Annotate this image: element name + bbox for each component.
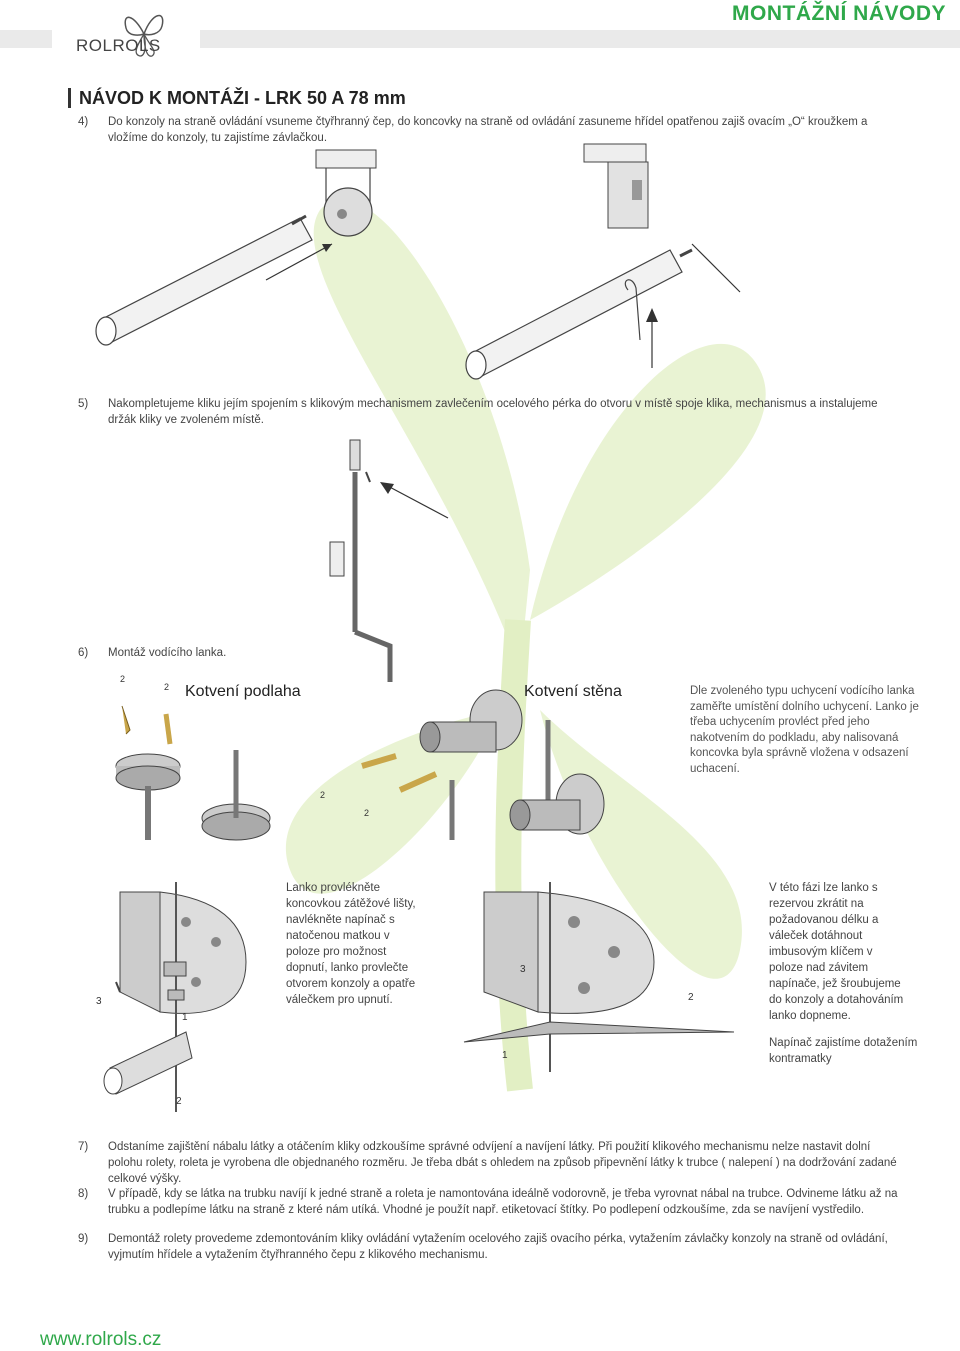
step-number: 5): [78, 398, 89, 410]
step-text: Montáž vodícího lanka.: [108, 647, 227, 659]
anchor-floor-label: Kotvení podlaha: [185, 683, 301, 700]
step-number: 8): [78, 1188, 89, 1200]
step-number: 9): [78, 1233, 89, 1245]
callout-label: 3: [520, 964, 526, 975]
locknut-note: Napínač zajistíme dotažením kontramatky: [769, 1037, 918, 1065]
callout-label: 2: [320, 790, 325, 800]
brand-logo-text: ROLROLS: [76, 36, 161, 55]
step-text: Odstaníme zajištění nábalu látky a otáče…: [108, 1141, 897, 1185]
callout-label: 3: [96, 996, 102, 1007]
arrow-left: [265, 243, 333, 281]
shaft-bracket-illustration: [95, 143, 741, 380]
step-text: Nakompletujeme kliku jejím spojením s kl…: [108, 398, 878, 426]
callout-label: 1: [502, 1050, 508, 1061]
header-bar-left: [0, 30, 52, 48]
threading-note: Lanko provlékněte koncovkou zátěžové liš…: [286, 882, 416, 1006]
page-header-title: MONTÁŽNÍ NÁVODY: [732, 2, 946, 25]
callout-label: 2: [176, 1096, 182, 1107]
callout-label: 1: [182, 1012, 188, 1023]
callout-label: 2: [364, 808, 369, 818]
butterfly-watermark-icon: [285, 199, 766, 1092]
callout-label: 2: [164, 682, 169, 692]
step-9: 9) Demontáž rolety provedeme zdemontován…: [78, 1231, 908, 1267]
step-number: 6): [78, 647, 89, 659]
shortening-note: V této fázi lze lanko s rezervou zkrátit…: [769, 882, 904, 1022]
step-number: 7): [78, 1141, 89, 1153]
section-title: NÁVOD K MONTÁŽI - LRK 50 A 78 mm: [68, 88, 406, 108]
step-text: V případě, kdy se látka na trubku navíjí…: [108, 1188, 898, 1216]
step-6: 6) Montáž vodícího lanka.: [78, 645, 478, 663]
callout-label: 2: [120, 674, 125, 684]
step-text: Demontáž rolety provedeme zdemontováním …: [108, 1233, 888, 1261]
step-4: 4) Do konzoly na straně ovládání vsuneme…: [78, 114, 898, 150]
wrench-illustration: 3 2 1: [463, 882, 735, 1072]
butterfly-logo-icon: [124, 14, 164, 57]
left-tube-assembly: [95, 149, 377, 346]
arrow-crank: [383, 483, 449, 519]
crank-illustration: [329, 439, 449, 682]
anchor-note: Dle zvoleného typu uchycení vodícího lan…: [690, 685, 919, 775]
step-number: 4): [78, 116, 89, 128]
step-text: Do konzoly na straně ovládání vsuneme čt…: [108, 116, 868, 144]
threading-illustration: 3 1 2: [96, 882, 247, 1112]
step-7: 7) Odstaníme zajištění nábalu látky a ot…: [78, 1139, 908, 1187]
header-bar-right: [200, 30, 960, 48]
anchor-wall-label: Kotvení stěna: [524, 683, 622, 700]
footer-url-link[interactable]: www.rolrols.cz: [40, 1329, 162, 1350]
callout-label: 2: [688, 992, 694, 1003]
step-8: 8) V případě, kdy se látka na trubku nav…: [78, 1186, 908, 1222]
step-5: 5) Nakompletujeme kliku jejím spojením s…: [78, 396, 898, 432]
anchor-illustration: 2 2 2 2: [115, 674, 605, 841]
right-tube-assembly: [465, 143, 693, 380]
arrow-right: [691, 243, 741, 293]
